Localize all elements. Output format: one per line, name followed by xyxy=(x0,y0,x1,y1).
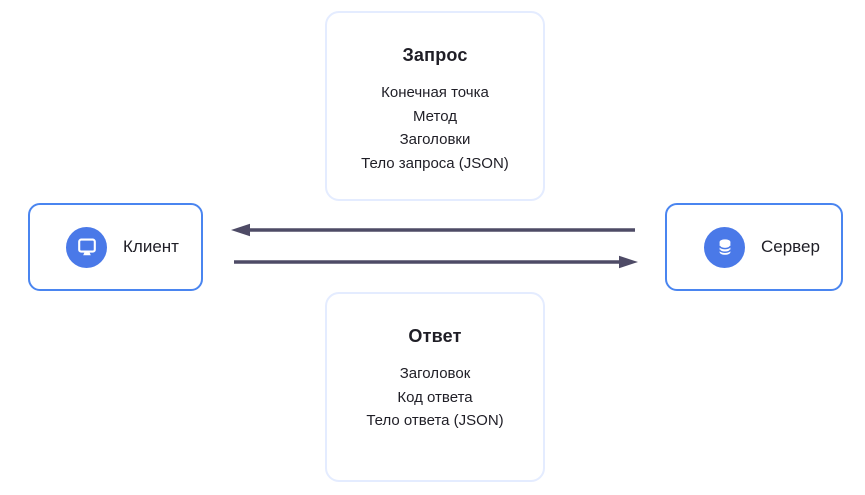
arrow-to-server xyxy=(234,255,638,269)
request-item-method: Метод xyxy=(413,107,457,125)
client-node: Клиент xyxy=(28,203,203,291)
request-item-body: Тело запроса (JSON) xyxy=(361,154,509,172)
request-card-title: Запрос xyxy=(402,45,468,65)
response-item-code: Код ответа xyxy=(397,388,473,406)
client-node-label: Клиент xyxy=(123,237,179,256)
response-item-header: Заголовок xyxy=(399,365,471,382)
arrow-to-client xyxy=(231,223,635,237)
response-item-body: Тело ответа (JSON) xyxy=(366,412,504,429)
response-card: Ответ Заголовок Код ответа Тело ответа (… xyxy=(325,292,545,482)
server-node-label: Сервер xyxy=(761,237,820,256)
request-card: Запрос Конечная точка Метод Заголовки Те… xyxy=(325,11,545,201)
request-item-headers: Заголовки xyxy=(399,131,471,148)
monitor-icon xyxy=(66,226,107,268)
response-card-title: Ответ xyxy=(408,326,462,346)
server-node: Сервер xyxy=(665,203,843,291)
database-icon xyxy=(704,226,745,268)
request-item-endpoint: Конечная точка xyxy=(381,84,489,101)
